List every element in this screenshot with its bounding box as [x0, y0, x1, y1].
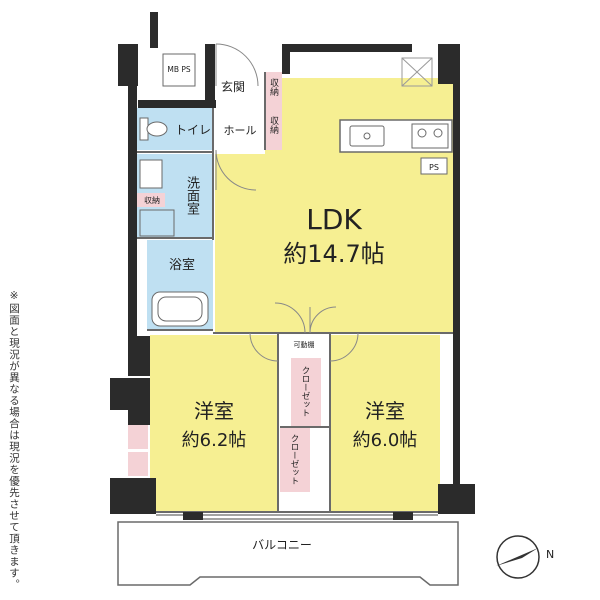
- closet-left-label: クローゼット: [300, 366, 310, 417]
- western1-size: 約6.2帖: [182, 430, 247, 451]
- ldk-name: LDK: [306, 203, 362, 236]
- entrance-storage-bottom-label: 収納: [268, 116, 278, 134]
- hall-floor: [215, 112, 265, 154]
- sink-icon: [349, 125, 385, 147]
- balcony-label: バルコニー: [252, 538, 312, 552]
- closet-right-label: クローゼット: [289, 434, 299, 485]
- washroom-label: 洗面室: [184, 176, 199, 215]
- windows: [156, 514, 438, 520]
- western1-name: 洋室: [194, 399, 234, 423]
- fridge-space: [401, 57, 433, 87]
- hall-label: ホール: [224, 124, 257, 137]
- stove-icon: [411, 123, 449, 149]
- balcony-outline: [117, 521, 459, 586]
- ps-box: [420, 157, 448, 175]
- wash-storage: [137, 193, 165, 207]
- washbasin-icon: [139, 159, 163, 189]
- compass-north-label: N: [546, 548, 554, 561]
- western-room-right: [330, 335, 440, 513]
- washer-space: [139, 209, 175, 237]
- entrance-storage-top-label: 収納: [268, 78, 278, 96]
- western-room-left: [150, 335, 278, 513]
- ps-label: PS: [429, 163, 439, 172]
- compass-icon: N: [496, 535, 554, 579]
- closet-right: [280, 428, 310, 492]
- bathtub-icon: [151, 291, 209, 327]
- kitchen-counter: [339, 119, 453, 153]
- closet-left: [291, 358, 321, 426]
- door-swings: [215, 43, 359, 362]
- exterior-walls: [110, 12, 475, 520]
- mb-ps-box: [162, 53, 196, 87]
- toilet-icon: [139, 117, 168, 141]
- ldk-size: 約14.7帖: [283, 240, 384, 268]
- western2-name: 洋室: [365, 399, 405, 423]
- entrance-storage-top: [265, 72, 282, 110]
- toilet-label: トイレ: [175, 123, 211, 137]
- wash-storage-label: 収納: [144, 195, 160, 205]
- entrance-storage-bottom: [265, 110, 282, 150]
- entrance-label: 玄関: [221, 79, 245, 94]
- bath-label: 浴室: [169, 257, 195, 273]
- movable-shelf-label: 可動棚: [294, 340, 315, 349]
- western2-size: 約6.0帖: [353, 430, 418, 451]
- disclaimer-note: ※図面と現況が異なる場合は現況を優先させて頂きます。: [8, 290, 20, 591]
- shelf-left-upper: [128, 425, 148, 449]
- corridor-floor: [278, 335, 330, 357]
- entrance-floor: [215, 78, 265, 112]
- shelf-left-lower: [128, 452, 148, 476]
- mb-ps-label: MB PS: [167, 65, 191, 74]
